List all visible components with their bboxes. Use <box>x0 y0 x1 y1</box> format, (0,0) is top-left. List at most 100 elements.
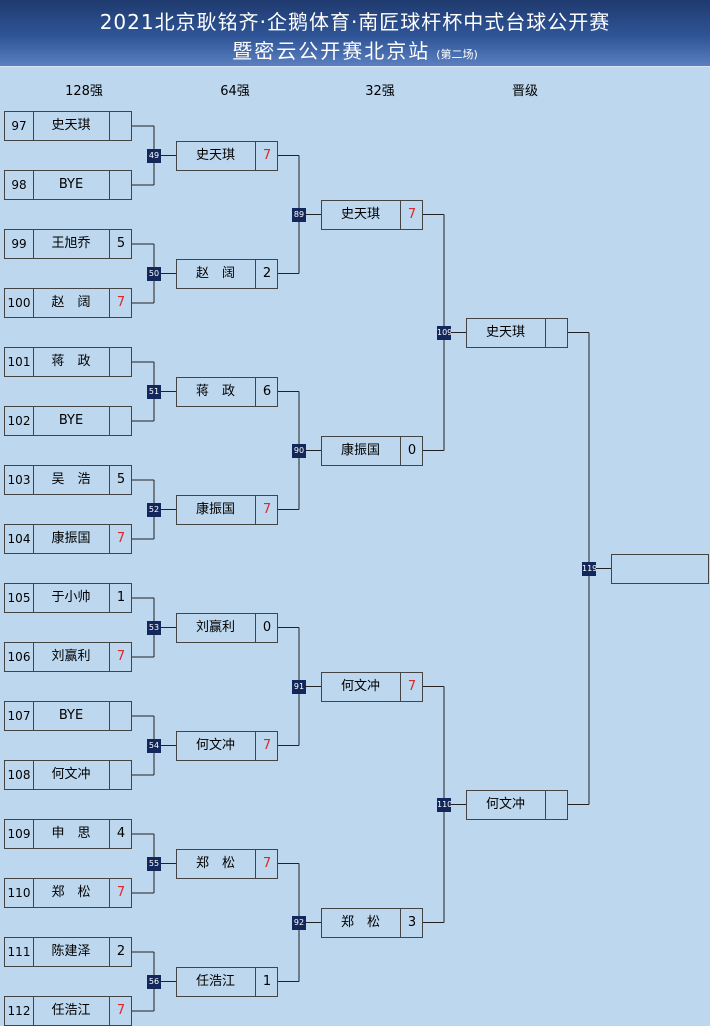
match-number-badge: 52 <box>147 502 161 517</box>
player-score <box>109 171 132 199</box>
seed-number: 102 <box>5 407 34 435</box>
player-score: 5 <box>109 230 132 258</box>
player-score: 4 <box>109 820 132 848</box>
match-number-badge: 109 <box>437 325 451 340</box>
bracket-slot-r32: 郑 松 3 <box>321 907 423 938</box>
player-score: 6 <box>255 377 278 406</box>
seed-number: 105 <box>5 584 34 612</box>
player-score <box>545 318 568 347</box>
bracket-slot-r64: 任浩江 1 <box>176 966 278 997</box>
bracket-slot-r128: 104 康振国 7 <box>4 524 132 554</box>
bracket-slot-final <box>611 553 709 584</box>
player-score: 7 <box>255 731 278 760</box>
player-name: 史天琪 <box>195 147 235 163</box>
player-score <box>109 112 132 140</box>
bracket-slot-r64: 史天琪 7 <box>176 140 278 171</box>
seed-number: 107 <box>5 702 34 730</box>
seed-number: 98 <box>5 171 34 199</box>
player-name: 史天琪 <box>51 118 91 133</box>
player-name: 任浩江 <box>51 1003 91 1018</box>
bracket-slot-r128: 102 BYE <box>4 406 132 436</box>
player-name: 蒋 政 <box>51 354 91 369</box>
match-number-badge: 90 <box>292 443 306 458</box>
player-name: 何文冲 <box>485 796 525 812</box>
player-name: 赵 阔 <box>51 295 91 310</box>
match-number-badge: 89 <box>292 207 306 222</box>
seed-number: 103 <box>5 466 34 494</box>
player-score: 7 <box>109 997 132 1025</box>
seed-number: 108 <box>5 761 34 789</box>
match-number-badge: 49 <box>147 148 161 163</box>
player-name: 何文冲 <box>51 767 91 782</box>
round-label-128: 128强 <box>65 84 103 99</box>
seed-number: 99 <box>5 230 34 258</box>
player-name: 郑 松 <box>195 855 235 871</box>
header-banner: 2021北京耿铭齐·企鹅体育·南匠球杆杯中式台球公开赛 暨密云公开赛北京站(第二… <box>0 0 710 67</box>
match-number-badge: 51 <box>147 384 161 399</box>
player-name: 吴 浩 <box>51 472 91 487</box>
bracket-slot-r32: 史天琪 7 <box>321 199 423 230</box>
player-score: 7 <box>109 525 132 553</box>
seed-number: 101 <box>5 348 34 376</box>
player-score: 7 <box>109 643 132 671</box>
player-name: 郑 松 <box>51 885 91 900</box>
player-score: 7 <box>400 200 423 229</box>
player-name: 于小帅 <box>51 590 91 605</box>
player-score: 3 <box>400 908 423 937</box>
match-number-badge: 50 <box>147 266 161 281</box>
player-name: 郑 松 <box>340 914 380 930</box>
player-score <box>109 761 132 789</box>
player-score: 1 <box>255 967 278 996</box>
player-score <box>545 790 568 819</box>
player-score <box>109 407 132 435</box>
player-name: BYE <box>58 413 84 428</box>
title-line-2: 暨密云公开赛北京站(第二场) <box>0 35 710 64</box>
player-score: 0 <box>255 613 278 642</box>
match-number-badge: 53 <box>147 620 161 635</box>
player-score: 2 <box>109 938 132 966</box>
round-label-advance: 晋级 <box>511 84 538 99</box>
seed-number: 106 <box>5 643 34 671</box>
player-score: 7 <box>255 141 278 170</box>
round-label-32: 32强 <box>365 84 395 99</box>
bracket-slot-advance: 史天琪 <box>466 317 568 348</box>
player-score: 2 <box>255 259 278 288</box>
player-name: BYE <box>58 177 84 192</box>
player-name: 康振国 <box>340 442 380 458</box>
player-name: 史天琪 <box>340 206 380 222</box>
player-name: 康振国 <box>51 531 91 546</box>
round-label-64: 64强 <box>220 84 250 99</box>
player-score: 7 <box>255 495 278 524</box>
player-score <box>109 702 132 730</box>
player-name: 刘赢利 <box>195 619 235 635</box>
seed-number: 104 <box>5 525 34 553</box>
bracket-slot-r64: 刘赢利 0 <box>176 612 278 643</box>
match-number-badge: 54 <box>147 738 161 753</box>
seed-number: 100 <box>5 289 34 317</box>
player-name: 何文冲 <box>340 678 380 694</box>
match-number-badge: 92 <box>292 915 306 930</box>
player-name: 任浩江 <box>195 973 235 989</box>
player-name: 陈建泽 <box>51 944 91 959</box>
player-name: 申 思 <box>51 826 91 841</box>
player-score: 0 <box>400 436 423 465</box>
player-score: 7 <box>400 672 423 701</box>
bracket-slot-r128: 108 何文冲 <box>4 760 132 790</box>
bracket-slot-r128: 98 BYE <box>4 170 132 200</box>
player-name: 史天琪 <box>485 324 525 340</box>
match-number-badge: 119 <box>582 561 596 576</box>
